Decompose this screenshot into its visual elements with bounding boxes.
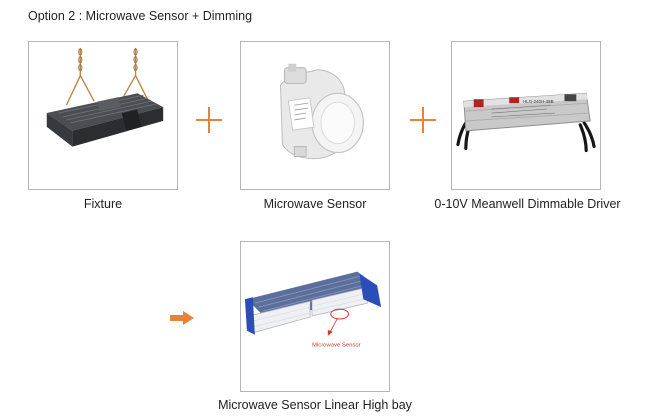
driver-caption: 0-10V Meanwell Dimmable Driver	[434, 197, 621, 211]
sensor-annotation: Microwave Sensor	[312, 343, 361, 349]
plus-icon	[410, 107, 436, 133]
linear-high-bay-illustration: Microwave Sensor	[244, 271, 382, 349]
fixture-caption: Fixture	[83, 197, 123, 211]
arrow-right-icon	[170, 311, 194, 325]
fixture-illustration	[46, 47, 164, 147]
high-bay-caption: Microwave Sensor Linear High bay	[218, 398, 412, 412]
microwave-sensor-image-box	[240, 41, 390, 190]
high-bay-image-box: Microwave Sensor	[240, 241, 390, 392]
microwave-sensor-caption: Microwave Sensor	[263, 197, 367, 211]
microwave-sensor-illustration	[279, 63, 364, 160]
driver-illustration: HLG-240H-48B	[456, 92, 596, 153]
driver-model-label: HLG-240H-48B	[523, 99, 554, 104]
plus-icon	[196, 107, 222, 133]
page-title: Option 2 : Microwave Sensor + Dimming	[28, 9, 253, 23]
driver-image-box: HLG-240H-48B	[451, 41, 601, 190]
fixture-image-box	[28, 41, 178, 190]
